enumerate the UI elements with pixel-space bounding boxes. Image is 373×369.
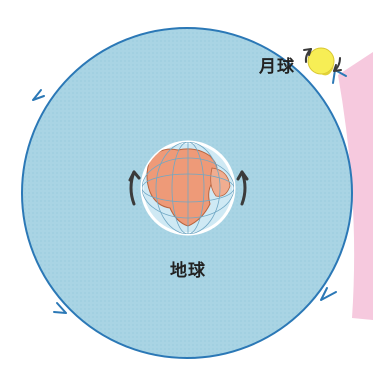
- earth-rotation-arrows: [128, 170, 249, 206]
- orbit-arrow-left-icon: [32, 89, 45, 101]
- moon: [307, 47, 335, 76]
- moon-rotation-arrows: [303, 48, 342, 72]
- orbit-arrow-bottom-right-icon: [320, 287, 337, 301]
- orbit-direction-arrows: [32, 69, 347, 314]
- earth-globe: [140, 140, 236, 236]
- moon-label: 月球: [259, 57, 295, 77]
- earth-landmass-small: [210, 167, 231, 197]
- sunlight-beam: [338, 52, 373, 320]
- earth-label: 地球: [170, 261, 206, 281]
- orbit-arrow-bottom-left-icon: [53, 302, 67, 314]
